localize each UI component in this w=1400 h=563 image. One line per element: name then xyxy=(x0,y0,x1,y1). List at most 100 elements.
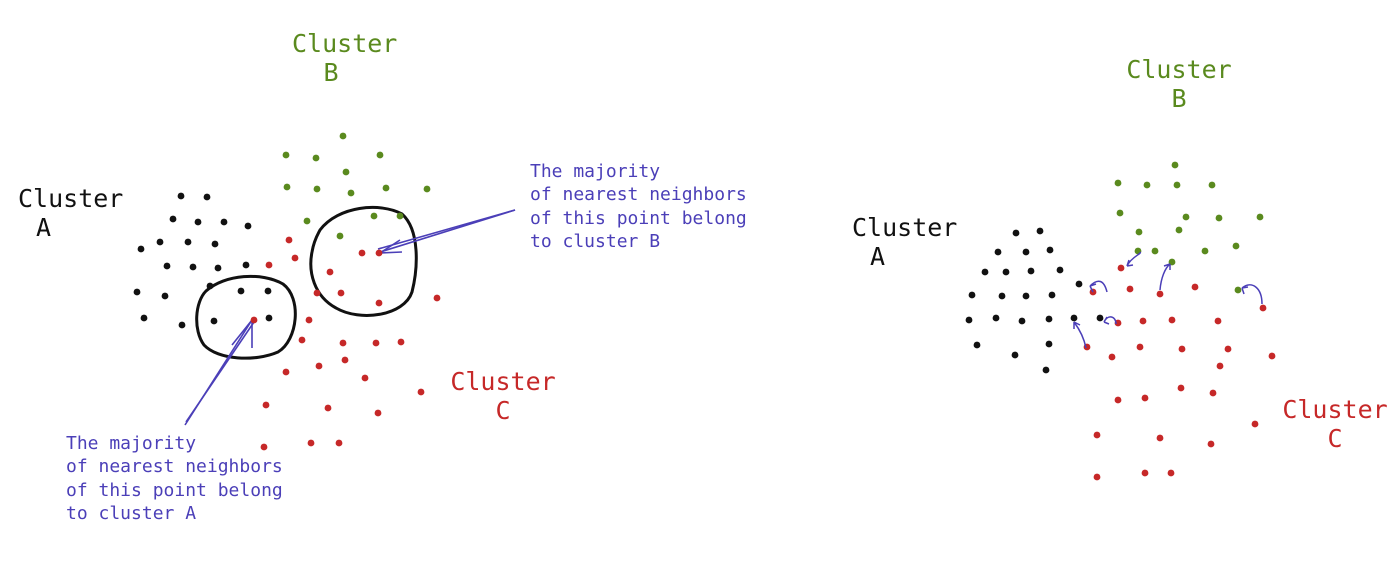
left-cluster-a-point xyxy=(237,287,245,295)
right-cluster-c-point xyxy=(1108,353,1116,361)
left-cluster-a-point xyxy=(133,288,141,296)
right-cluster-b-point xyxy=(1171,161,1179,169)
right-cluster-a-point xyxy=(1022,248,1030,256)
neighborhood-outline-a xyxy=(195,274,297,360)
left-cluster-b-point xyxy=(339,132,347,140)
right-cluster-c-point xyxy=(1216,362,1224,370)
right-cluster-b-point xyxy=(1151,247,1159,255)
right-cluster-c-point xyxy=(1209,389,1217,397)
right-cluster-a-point xyxy=(998,292,1006,300)
right-cluster-b-point xyxy=(1256,213,1264,221)
right-cluster-a-point xyxy=(965,316,973,324)
left-cluster-a-point xyxy=(169,215,177,223)
left-cluster-a-point xyxy=(184,238,192,246)
left-cluster-a-point xyxy=(206,282,214,290)
left-cluster-c-point xyxy=(341,356,349,364)
right-cluster-a-point xyxy=(1022,292,1030,300)
right-cluster-a-point xyxy=(1096,314,1104,322)
right-cluster-a-point xyxy=(1027,267,1035,275)
left-panel xyxy=(133,132,516,451)
left-cluster-a-point xyxy=(156,238,164,246)
neighborhood-outline-b xyxy=(309,206,418,317)
left-cluster-c-point xyxy=(358,249,366,257)
left-cluster-c-point xyxy=(291,254,299,262)
left-cluster-c-point xyxy=(335,439,343,447)
right-cluster-c-point xyxy=(1214,317,1222,325)
right-cluster-c-point xyxy=(1224,345,1232,353)
left-cluster-a-point xyxy=(244,222,252,230)
right-cluster-b-point xyxy=(1234,286,1242,294)
reassignment-arrow xyxy=(1159,263,1171,291)
left-cluster-b-point xyxy=(342,168,350,176)
right-cluster-c-point xyxy=(1268,352,1276,360)
left-cluster-b-point xyxy=(396,212,404,220)
right-cluster-c-point xyxy=(1191,283,1199,291)
right-cluster-b-point xyxy=(1201,247,1209,255)
left-cluster-a-point xyxy=(265,314,273,322)
right-cluster-c-point xyxy=(1156,290,1164,298)
left-cluster-a-point xyxy=(163,262,171,270)
left-cluster-c-point xyxy=(262,401,270,409)
left-cluster-a-point xyxy=(177,192,185,200)
left-cluster-c-point xyxy=(265,261,273,269)
right-cluster-c-point xyxy=(1259,304,1267,312)
left-cluster-b-point xyxy=(423,185,431,193)
right-cluster-a-point xyxy=(1075,280,1083,288)
right-panel xyxy=(965,161,1276,481)
left-cluster-b-point xyxy=(382,184,390,192)
right-cluster-c-point xyxy=(1141,394,1149,402)
left-cluster-a-point xyxy=(264,287,272,295)
left-cluster-c-point xyxy=(375,299,383,307)
right-cluster-b-point xyxy=(1215,214,1223,222)
right-cluster-c-point xyxy=(1093,473,1101,481)
left-cluster-c-point xyxy=(298,336,306,344)
right-cluster-a-point xyxy=(1018,317,1026,325)
right-cluster-c-point xyxy=(1168,316,1176,324)
right-cluster-c-point xyxy=(1136,343,1144,351)
arrow-to-point-b xyxy=(376,209,516,254)
reassignment-arrow xyxy=(1103,316,1117,325)
right-cluster-a-point xyxy=(994,248,1002,256)
left-cluster-c-point xyxy=(250,316,258,324)
right-cluster-b-point xyxy=(1135,228,1143,236)
right-cluster-c-point xyxy=(1141,469,1149,477)
right-cluster-a-point xyxy=(981,268,989,276)
right-cluster-a-point xyxy=(1012,229,1020,237)
right-cluster-c-point xyxy=(1117,264,1125,272)
reassignment-arrow xyxy=(1089,280,1108,293)
right-cluster-a-point xyxy=(1048,291,1056,299)
right-cluster-a-point xyxy=(1045,340,1053,348)
reassignment-arrow xyxy=(1241,284,1263,305)
left-cluster-c-point xyxy=(397,338,405,346)
right-cluster-a-point xyxy=(973,341,981,349)
right-cluster-b-point xyxy=(1175,226,1183,234)
left-cluster-c-point xyxy=(305,316,313,324)
right-cluster-c-point xyxy=(1139,317,1147,325)
left-cluster-a-point xyxy=(189,263,197,271)
left-cluster-b-point xyxy=(376,151,384,159)
reassignment-arrow xyxy=(1126,251,1141,267)
left-cluster-c-point xyxy=(375,249,383,257)
right-cluster-b-point xyxy=(1114,179,1122,187)
left-cluster-c-point xyxy=(260,443,268,451)
left-cluster-b-point xyxy=(283,183,291,191)
left-cluster-a-point xyxy=(210,317,218,325)
right-cluster-a-point xyxy=(1045,315,1053,323)
left-cluster-c-point xyxy=(282,368,290,376)
left-cluster-c-point xyxy=(307,439,315,447)
right-cluster-c-point xyxy=(1178,345,1186,353)
arrow-to-point-a xyxy=(184,319,255,426)
right-cluster-c-point xyxy=(1251,420,1259,428)
reassignment-arrow xyxy=(1073,321,1087,349)
right-cluster-a-point xyxy=(992,314,1000,322)
left-cluster-a-point xyxy=(161,292,169,300)
left-cluster-b-point xyxy=(347,189,355,197)
left-cluster-c-point xyxy=(315,362,323,370)
right-cluster-b-point xyxy=(1143,181,1151,189)
left-cluster-c-point xyxy=(372,339,380,347)
